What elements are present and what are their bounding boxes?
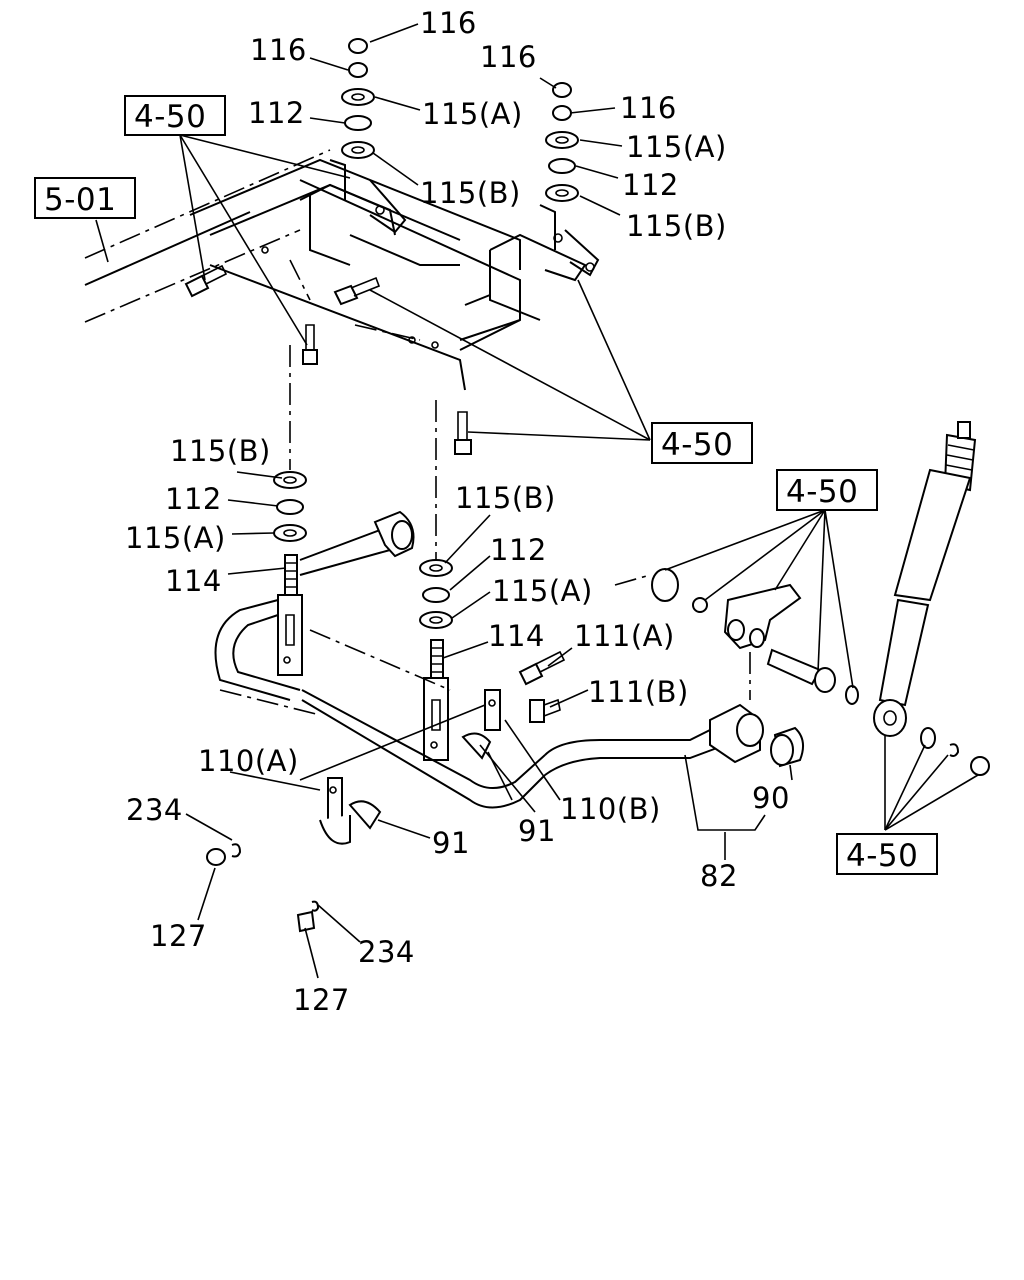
svg-text:4-50: 4-50: [846, 838, 918, 874]
callout-labels: 116 116 112 115(A) 115(B) 116 116 115(A)…: [125, 6, 790, 1017]
callout-116: 116: [620, 91, 677, 125]
reference-boxes: 4-50 5-01 4-50 4-50 4-50: [34, 95, 938, 875]
callout-115b: 115(B): [455, 481, 556, 515]
brackets: [319, 689, 501, 845]
stabilizer-bar: [214, 510, 726, 809]
callout-234: 234: [126, 793, 183, 827]
callout-115b: 115(B): [170, 434, 271, 468]
ref-box-mid[interactable]: 4-50: [651, 422, 753, 464]
callout-127: 127: [150, 919, 207, 953]
frame-bolts: [184, 264, 472, 455]
right-link-stack: [419, 559, 453, 761]
callout-111a: 111(A): [574, 619, 675, 653]
leader-lines: [95, 23, 979, 979]
callout-115b: 115(B): [626, 209, 727, 243]
callout-115b: 115(B): [420, 176, 521, 210]
callout-91: 91: [432, 826, 470, 860]
callout-127: 127: [293, 983, 350, 1017]
callout-82: 82: [700, 859, 738, 893]
bolts-111: [518, 650, 566, 723]
callout-91: 91: [518, 814, 556, 848]
frame-crossmember: [84, 149, 600, 391]
callout-116: 116: [250, 33, 307, 67]
callout-114: 114: [488, 619, 545, 653]
ref-box-bottom[interactable]: 4-50: [836, 833, 938, 875]
callout-115a: 115(A): [492, 574, 593, 608]
svg-text:4-50: 4-50: [661, 427, 733, 463]
callout-115a: 115(A): [422, 97, 523, 131]
ref-box-top[interactable]: 4-50: [124, 95, 226, 136]
right-bracket-assembly: [614, 568, 859, 705]
callout-90: 90: [752, 781, 790, 815]
nuts-and-clips: [206, 843, 320, 933]
callout-110b: 110(B): [560, 792, 661, 826]
left-link-stack: [273, 471, 307, 676]
callout-116: 116: [420, 6, 477, 40]
ref-box-right[interactable]: 4-50: [776, 469, 878, 511]
ref-box-frame[interactable]: 5-01: [34, 177, 136, 219]
svg-text:4-50: 4-50: [134, 99, 206, 135]
callout-112: 112: [165, 482, 222, 516]
callout-116: 116: [480, 40, 537, 74]
top-right-mount-stack: [545, 82, 579, 202]
callout-110a: 110(A): [198, 744, 299, 778]
callout-112: 112: [490, 533, 547, 567]
svg-text:4-50: 4-50: [786, 474, 858, 510]
callout-115a: 115(A): [125, 521, 226, 555]
callout-115a: 115(A): [626, 130, 727, 164]
callout-112: 112: [248, 96, 305, 130]
callout-111b: 111(B): [588, 675, 689, 709]
svg-text:5-01: 5-01: [44, 182, 116, 218]
callout-234: 234: [358, 935, 415, 969]
top-left-mount-stack: [341, 38, 375, 159]
bar-end-bushing: [709, 703, 805, 768]
callout-112: 112: [622, 168, 679, 202]
callout-114: 114: [165, 564, 222, 598]
shock-absorber: [873, 421, 990, 776]
